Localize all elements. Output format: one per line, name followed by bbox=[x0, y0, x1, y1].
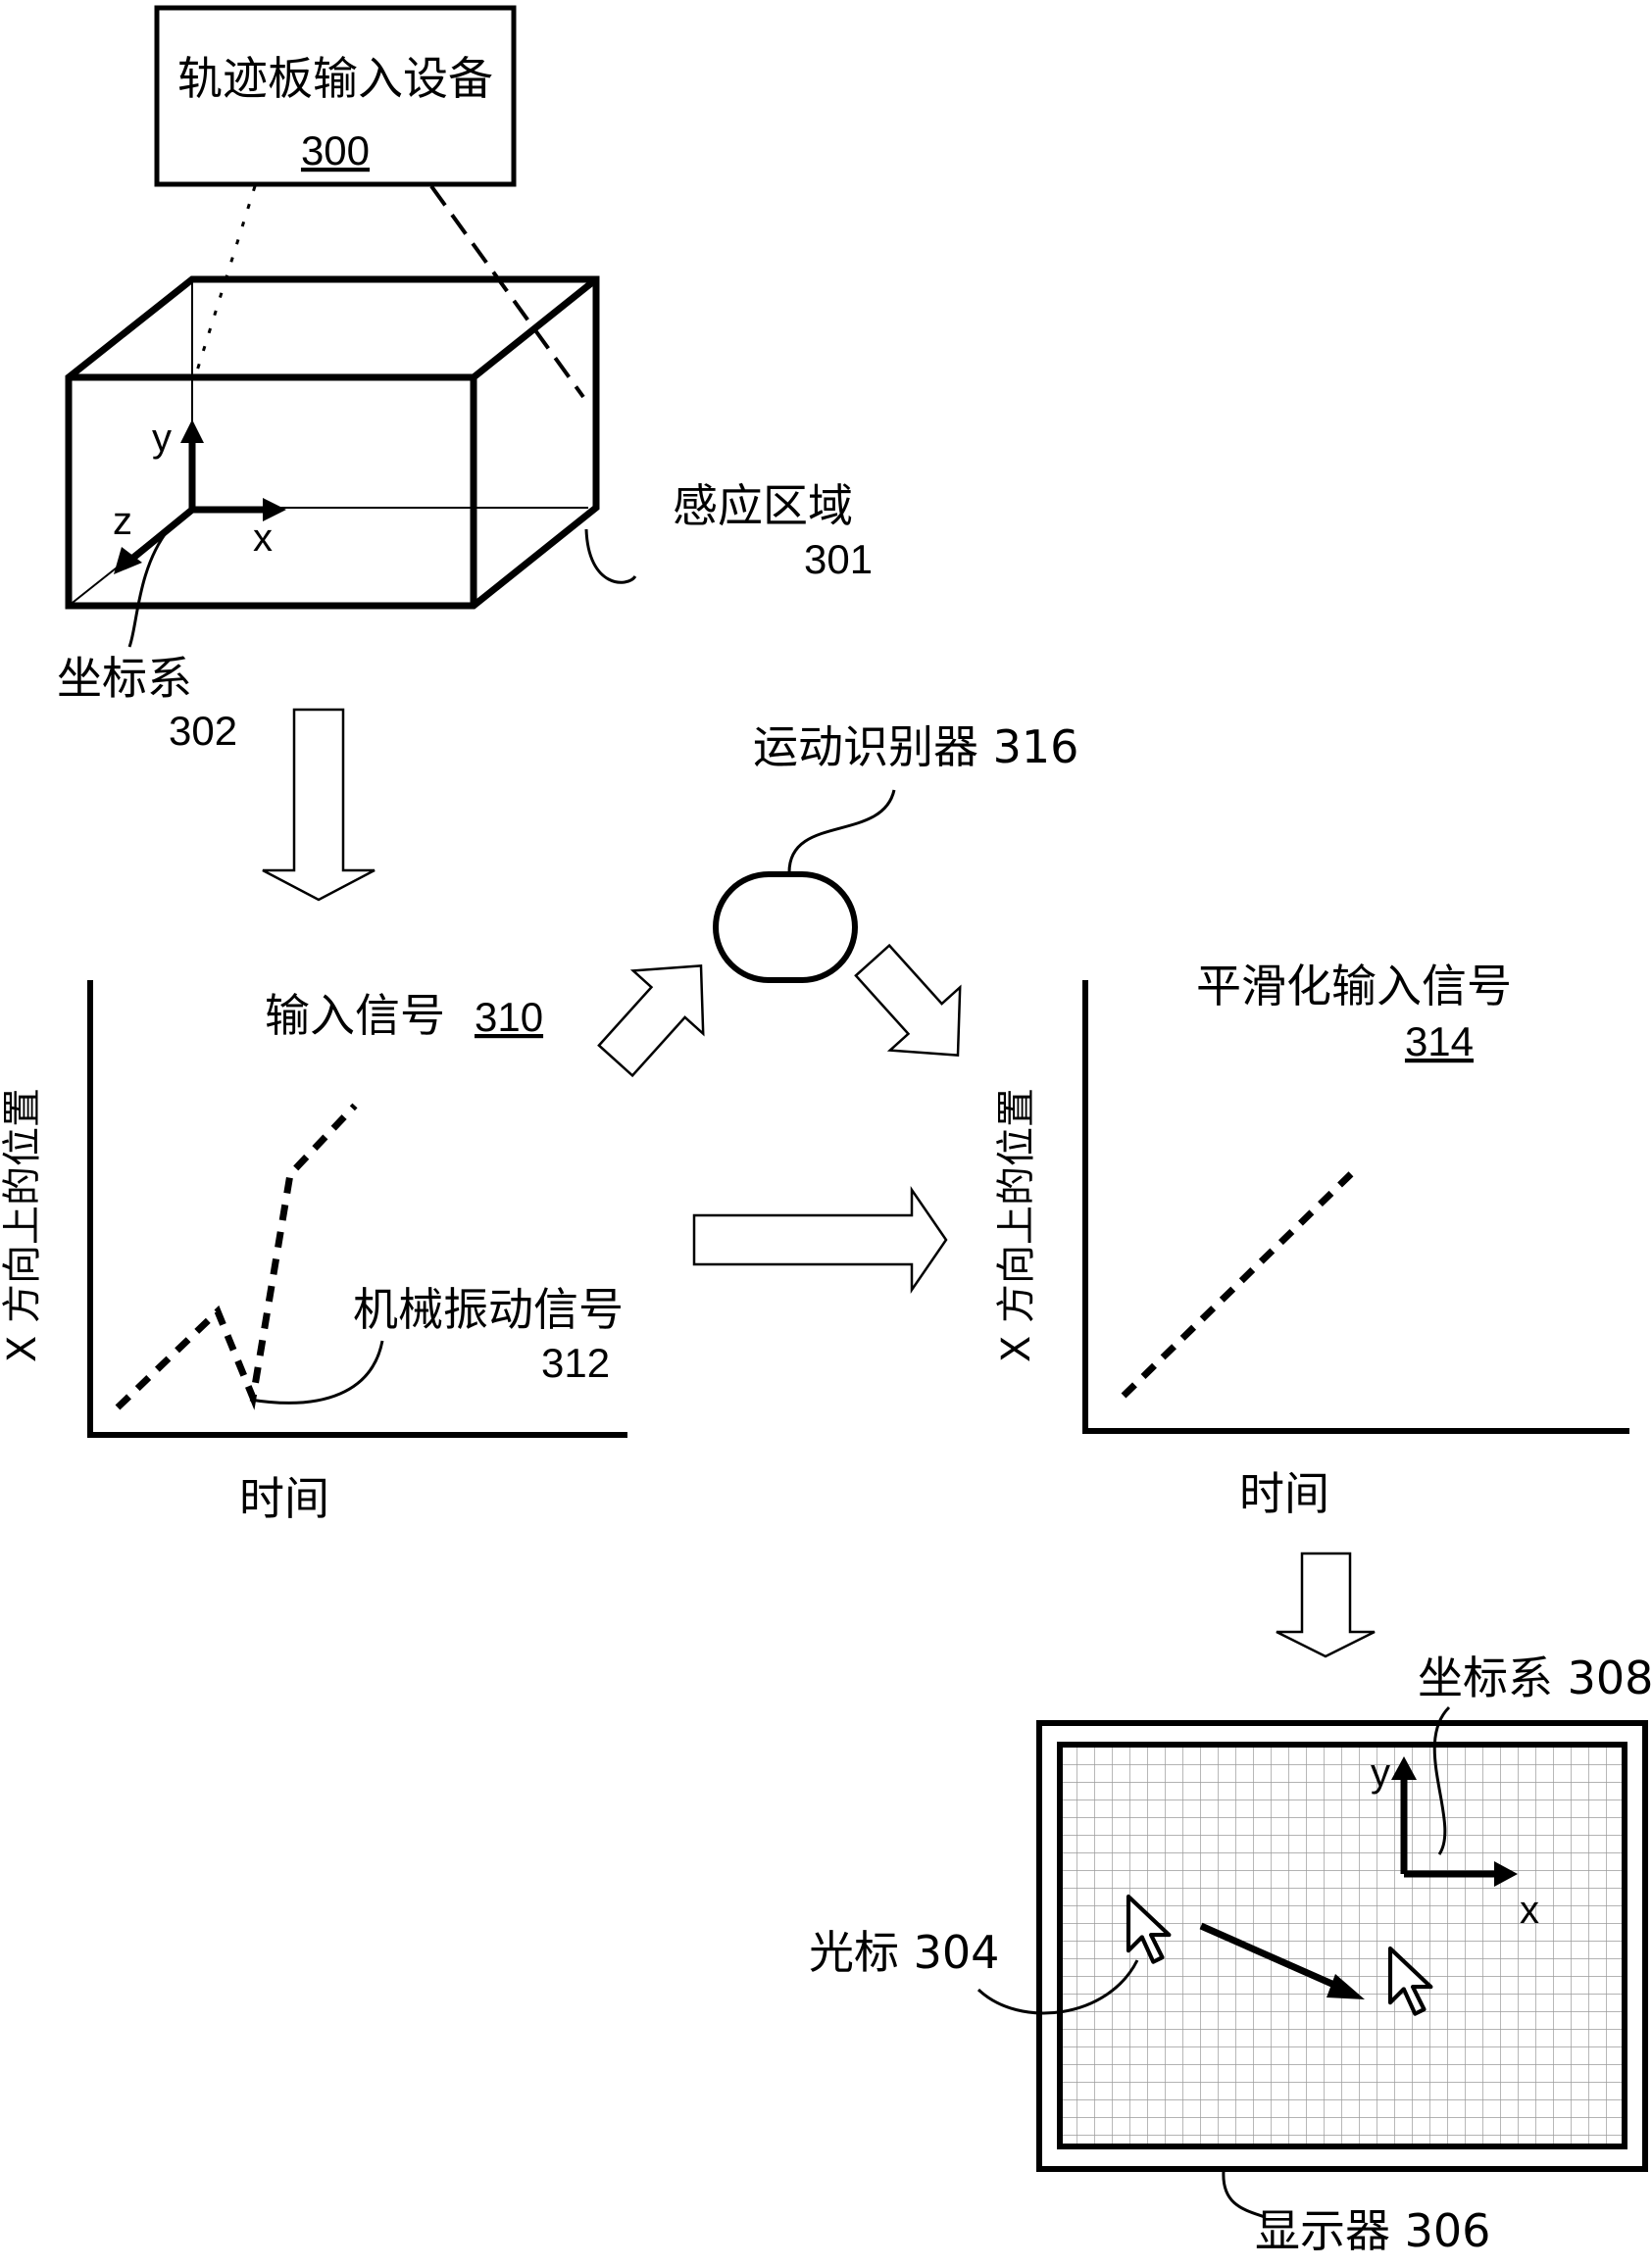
input-chart-ylabel: X 方向上的位置 bbox=[0, 1088, 45, 1362]
flow-arrow-down-1 bbox=[262, 708, 375, 902]
axis-z-label: z bbox=[113, 500, 132, 543]
smoothed-chart-title: 平滑化输入信号 bbox=[1196, 960, 1512, 1012]
projection-line-right bbox=[429, 184, 585, 399]
coordinate-system-number: 302 bbox=[169, 708, 237, 754]
vibration-label: 机械振动信号 bbox=[353, 1283, 624, 1336]
flow-arrow-down-2 bbox=[1276, 1552, 1376, 1658]
display-coordinate-label: 坐标系 308 bbox=[1418, 1652, 1652, 1704]
flow-arrow-right bbox=[692, 1185, 948, 1295]
cursor-motion-arrow bbox=[1199, 1922, 1347, 1994]
motion-recognizer-node bbox=[713, 871, 858, 983]
smoothed-chart-axes bbox=[1082, 980, 1629, 1434]
motion-recognizer-label: 运动识别器 316 bbox=[753, 720, 1078, 773]
display-device: y x bbox=[1036, 1720, 1648, 2172]
coordinate-system-leader bbox=[127, 528, 171, 648]
motion-recognizer-leader bbox=[787, 789, 896, 873]
axis-x-label: x bbox=[253, 517, 273, 560]
input-chart-axes bbox=[87, 980, 627, 1438]
cursor-leader bbox=[976, 1959, 1139, 2015]
display-leader bbox=[1222, 2170, 1266, 2219]
smoothed-signal-chart: 平滑化输入信号 314 X 方向上的位置 时间 bbox=[994, 960, 1629, 1520]
trackpad-device-number: 300 bbox=[301, 127, 370, 173]
input-signal-chart: 输入信号 310 机械振动信号 312 X 方向上的位置 时间 bbox=[0, 980, 627, 1525]
cursor-label: 光标 304 bbox=[809, 1926, 999, 1979]
display-axis-y-label: y bbox=[1371, 1751, 1390, 1795]
coordinate-axes-3d: y x z bbox=[113, 417, 286, 574]
input-chart-number: 310 bbox=[475, 994, 543, 1040]
smoothed-signal-line bbox=[1121, 1163, 1362, 1399]
sensing-region-leader bbox=[584, 528, 637, 584]
axis-y-label: y bbox=[152, 417, 172, 460]
flow-arrow-to-recognizer bbox=[597, 964, 705, 1078]
smoothed-chart-number: 314 bbox=[1405, 1018, 1474, 1064]
display-screen bbox=[1057, 1742, 1627, 2149]
vibration-number: 312 bbox=[541, 1340, 610, 1386]
display-coordinate-axes: y x bbox=[1371, 1751, 1539, 1932]
flow-arrow-from-recognizer bbox=[854, 943, 962, 1057]
sensing-region-number: 301 bbox=[804, 536, 873, 582]
input-chart-xlabel: 时间 bbox=[239, 1472, 329, 1525]
smoothed-chart-xlabel: 时间 bbox=[1239, 1467, 1329, 1520]
smoothed-chart-ylabel: X 方向上的位置 bbox=[994, 1088, 1039, 1362]
sensing-region-label: 感应区域 bbox=[673, 479, 853, 532]
cursor-icon-start bbox=[1126, 1894, 1172, 1964]
cursor-motion-arrowhead bbox=[1327, 1974, 1365, 1999]
display-coordinate-leader bbox=[1432, 1705, 1451, 1855]
display-label: 显示器 306 bbox=[1255, 2204, 1490, 2257]
input-chart-title: 输入信号 bbox=[265, 989, 445, 1042]
trackpad-device-box: 轨迹板输入设备 300 bbox=[154, 5, 517, 187]
vibration-leader bbox=[249, 1340, 384, 1405]
sensing-region-cube bbox=[65, 275, 600, 610]
projection-line-left bbox=[192, 185, 257, 381]
cursor-icon-end bbox=[1387, 1946, 1433, 2016]
input-signal-line bbox=[115, 1103, 358, 1410]
coordinate-system-label: 坐标系 bbox=[57, 652, 192, 705]
trackpad-device-label: 轨迹板输入设备 bbox=[177, 52, 493, 105]
display-axis-x-label: x bbox=[1520, 1889, 1539, 1932]
